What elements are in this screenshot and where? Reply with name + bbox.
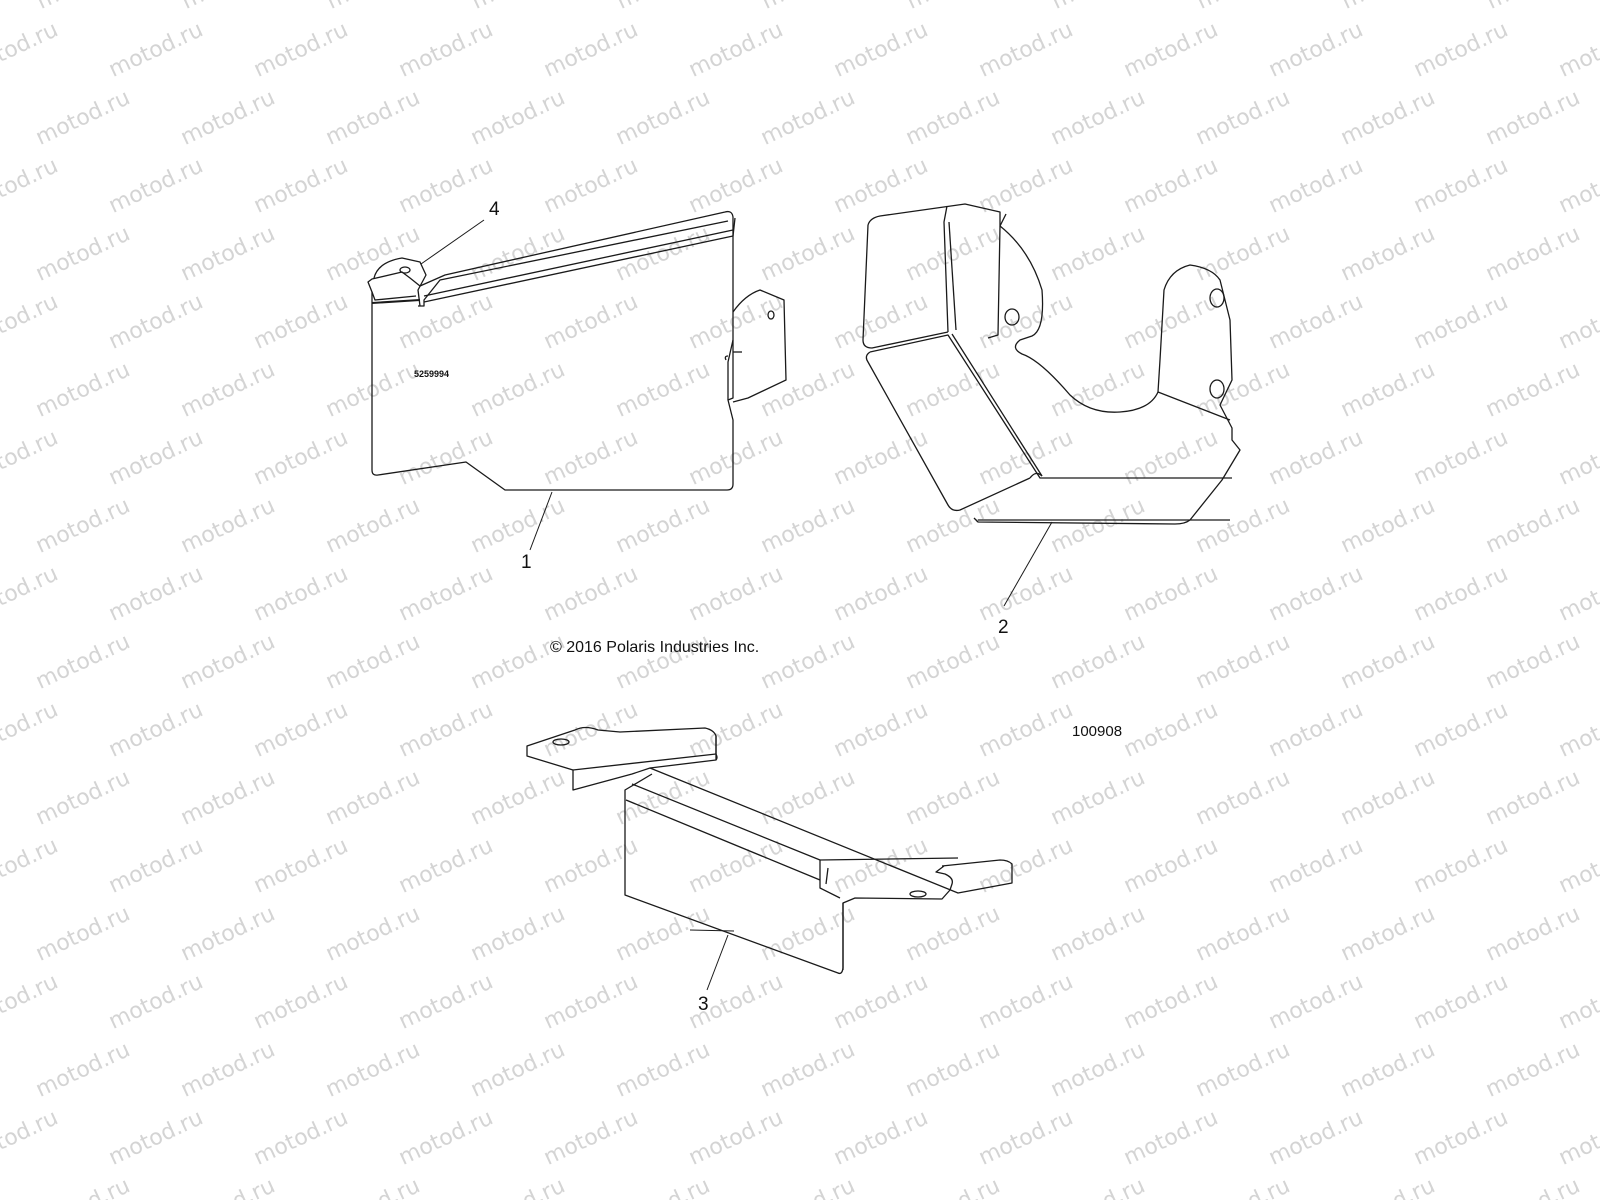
part-1-heat-shield [367, 210, 787, 491]
leader-lines [420, 219, 1053, 991]
callout-2: 2 [998, 617, 1009, 638]
callout-4: 4 [489, 199, 500, 220]
stamped-part-number: 5259994 [414, 369, 450, 379]
diagram-id: 100908 [1072, 723, 1123, 740]
callout-3: 3 [698, 994, 709, 1015]
part-3-channel-shield [526, 726, 1013, 975]
callout-1: 1 [521, 552, 532, 573]
copyright-notice: © 2016 Polaris Industries Inc. [550, 639, 760, 656]
part-2-bracket-shield [862, 203, 1241, 525]
